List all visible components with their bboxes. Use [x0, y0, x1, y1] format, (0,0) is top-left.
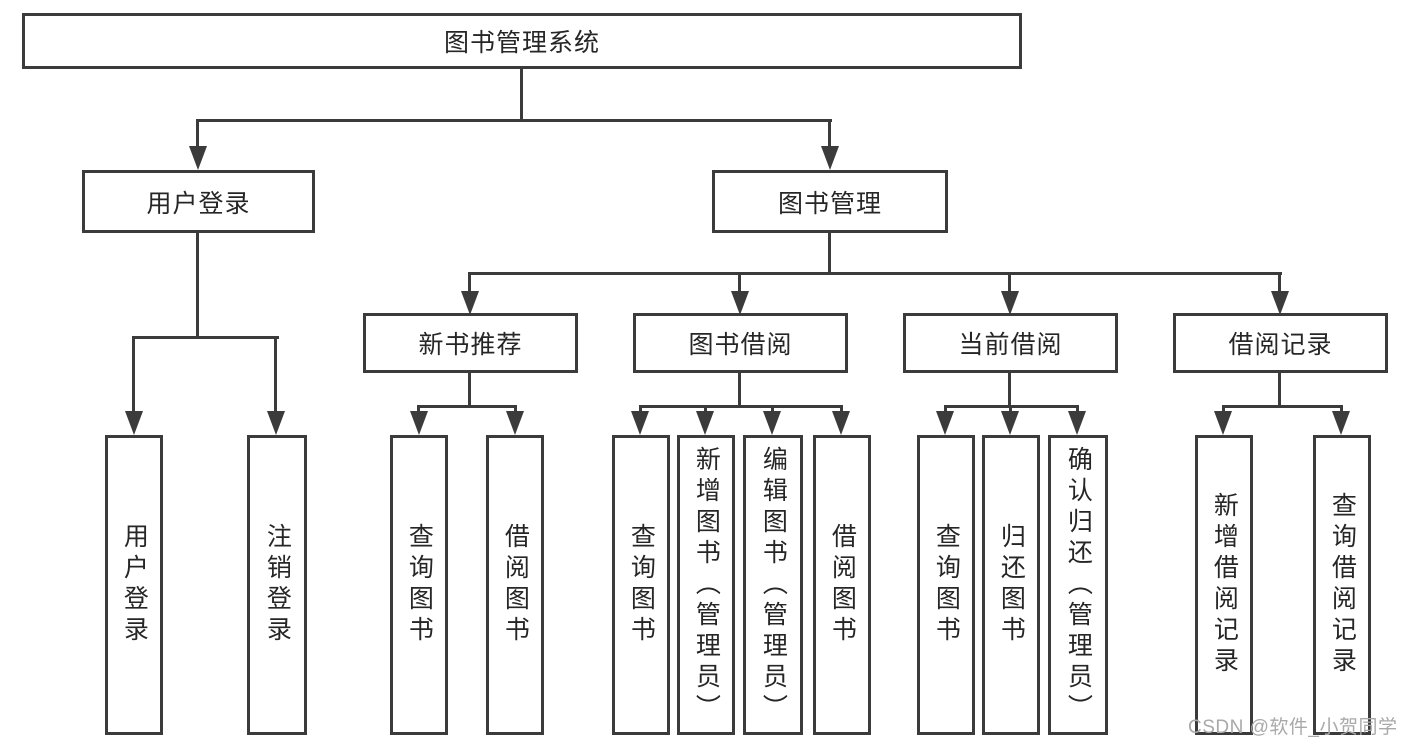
arrowhead-book-borrowing	[731, 291, 749, 315]
node-book-management-label: 图书管理	[777, 189, 882, 218]
arrowhead-borrowing-records	[1271, 291, 1289, 315]
connector-current-borrowing-stem	[1008, 373, 1011, 407]
node-leaf-add-borrow-record: 新增借阅记录	[1195, 435, 1253, 735]
connector-new-book-recommend-stem	[468, 373, 471, 407]
connector-drop-borrow-books-1	[514, 405, 517, 414]
arrowhead-query-books-3	[936, 411, 954, 435]
connector-drop-new-book-recommend	[468, 272, 471, 294]
node-leaf-user-login-label: 用户登录	[120, 523, 149, 647]
arrowhead-add-books	[696, 411, 714, 435]
node-new-book-recommend: 新书推荐	[363, 313, 578, 373]
connector-drop-return-books	[1009, 405, 1012, 414]
connector-drop-leaf-logout	[274, 336, 277, 414]
node-leaf-query-books-current: 查询图书	[917, 435, 975, 735]
arrowhead-add-record	[1214, 411, 1232, 435]
node-leaf-logout-label: 注销登录	[263, 523, 292, 647]
node-leaf-logout: 注销登录	[247, 435, 307, 735]
connector-book-borrowing-bar	[639, 405, 843, 408]
arrowhead-query-books-1	[410, 411, 428, 435]
node-leaf-query-books-current-label: 查询图书	[932, 523, 961, 647]
node-leaf-borrow-books-borrowing-label: 借阅图书	[828, 523, 857, 647]
node-leaf-user-login: 用户登录	[105, 435, 163, 735]
node-book-borrowing-label: 图书借阅	[688, 331, 793, 359]
node-leaf-edit-books-admin-label: 编辑图书（管理员）	[759, 445, 788, 725]
node-leaf-add-books-admin: 新增图书（管理员）	[677, 435, 735, 735]
node-leaf-query-books-borrowing-label: 查询图书	[627, 523, 656, 647]
connector-drop-add-record	[1222, 405, 1225, 414]
node-user-login-label: 用户登录	[146, 189, 251, 218]
connector-drop-edit-books	[771, 405, 774, 414]
arrowhead-edit-books	[763, 411, 781, 435]
connector-drop-query-books-1	[417, 405, 420, 414]
connector-user-login-stem	[196, 233, 199, 338]
node-leaf-borrow-books-borrowing: 借阅图书	[813, 435, 871, 735]
node-leaf-query-borrow-record-label: 查询借阅记录	[1328, 492, 1357, 678]
node-leaf-edit-books-admin: 编辑图书（管理员）	[743, 435, 803, 735]
connector-drop-user-login	[196, 119, 199, 149]
node-current-borrowing: 当前借阅	[903, 313, 1118, 373]
connector-borrowing-records-bar	[1222, 405, 1343, 408]
connector-new-book-recommend-bar	[417, 405, 517, 408]
connector-user-login-bar	[132, 336, 279, 339]
node-leaf-borrow-books-recommend: 借阅图书	[486, 435, 544, 735]
node-leaf-confirm-return-admin: 确认归还（管理员）	[1048, 435, 1108, 735]
node-leaf-query-books-recommend-label: 查询图书	[405, 523, 434, 647]
node-leaf-return-books-label: 归还图书	[997, 523, 1026, 647]
node-leaf-borrow-books-recommend-label: 借阅图书	[501, 523, 530, 647]
arrowhead-new-book-recommend	[461, 291, 479, 315]
arrowhead-borrow-books-1	[506, 411, 524, 435]
node-leaf-query-books-recommend: 查询图书	[390, 435, 448, 735]
connector-drop-query-books-3	[944, 405, 947, 414]
connector-root-bar	[196, 119, 832, 122]
connector-drop-borrow-books-2	[840, 405, 843, 414]
node-new-book-recommend-label: 新书推荐	[418, 331, 523, 359]
arrowhead-leaf-user-login	[125, 411, 143, 435]
arrowhead-confirm-return	[1068, 411, 1086, 435]
node-root: 图书管理系统	[22, 13, 1022, 69]
connector-drop-confirm-return	[1076, 405, 1079, 414]
node-leaf-query-borrow-record: 查询借阅记录	[1313, 435, 1371, 735]
node-leaf-return-books: 归还图书	[982, 435, 1040, 735]
node-leaf-add-borrow-record-label: 新增借阅记录	[1210, 492, 1239, 678]
connector-drop-add-books	[704, 405, 707, 414]
node-user-login: 用户登录	[82, 170, 315, 233]
arrowhead-return-books	[1001, 411, 1019, 435]
connector-book-management-bar	[468, 272, 1282, 275]
connector-drop-leaf-user-login	[132, 336, 135, 414]
arrowhead-book-management	[821, 146, 839, 170]
node-leaf-add-books-admin-label: 新增图书（管理员）	[692, 445, 721, 725]
connector-root-stem	[520, 69, 523, 121]
connector-drop-book-borrowing	[738, 272, 741, 294]
arrowhead-user-login	[189, 146, 207, 170]
connector-drop-current-borrowing	[1008, 272, 1011, 294]
arrowhead-query-record	[1332, 411, 1350, 435]
node-leaf-confirm-return-admin-label: 确认归还（管理员）	[1064, 445, 1093, 725]
node-root-label: 图书管理系统	[443, 29, 600, 57]
arrowhead-leaf-logout	[267, 411, 285, 435]
node-book-management: 图书管理	[712, 170, 948, 233]
connector-drop-borrowing-records	[1278, 272, 1281, 294]
connector-borrowing-records-stem	[1278, 373, 1281, 407]
arrowhead-current-borrowing	[1001, 291, 1019, 315]
arrowhead-query-books-2	[631, 411, 649, 435]
csdn-watermark: CSDN @软件_小贺同学	[1188, 717, 1398, 738]
node-borrowing-records-label: 借阅记录	[1228, 331, 1333, 359]
node-borrowing-records: 借阅记录	[1173, 313, 1388, 373]
node-book-borrowing: 图书借阅	[633, 313, 848, 373]
connector-book-borrowing-stem	[738, 373, 741, 407]
connector-book-management-stem	[828, 233, 831, 274]
connector-drop-book-management	[828, 119, 831, 149]
node-leaf-query-books-borrowing: 查询图书	[612, 435, 670, 735]
arrowhead-borrow-books-2	[832, 411, 850, 435]
connector-drop-query-record	[1340, 405, 1343, 414]
connector-drop-query-books-2	[639, 405, 642, 414]
node-current-borrowing-label: 当前借阅	[958, 331, 1063, 359]
